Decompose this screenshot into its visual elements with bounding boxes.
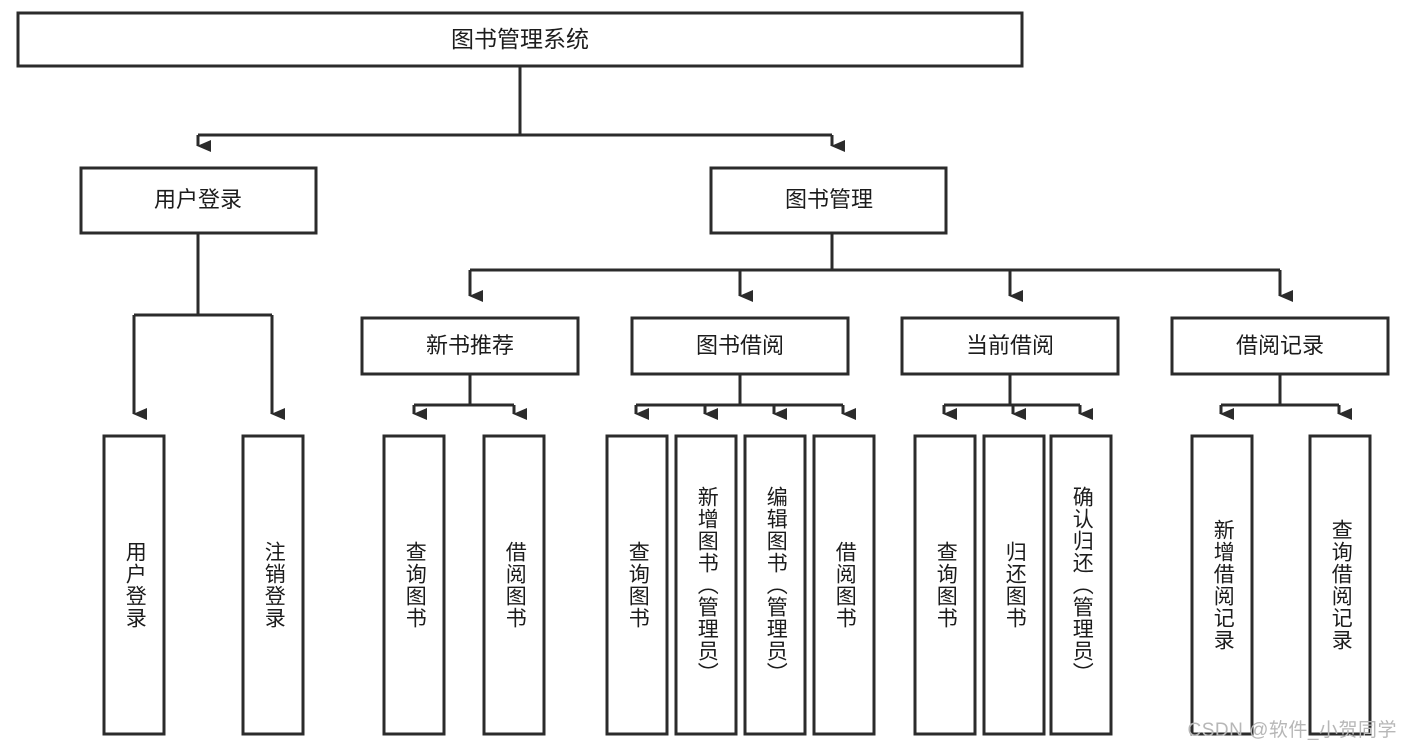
leaf-boxes	[102, 434, 1372, 736]
leaf-box-query-borrow-record[interactable]	[1308, 434, 1372, 736]
node-borrow-record[interactable]: 借阅记录	[1170, 316, 1390, 376]
node-root[interactable]: 图书管理系统	[16, 11, 1024, 68]
node-user-login[interactable]: 用户登录	[79, 166, 318, 235]
connectors-newbook-to-leaves	[412, 374, 527, 420]
node-user-login-label: 用户登录	[154, 187, 242, 212]
leaf-box-query-book-1[interactable]	[382, 434, 446, 736]
leaf-box-borrow-book-1[interactable]	[482, 434, 546, 736]
leaf-box-add-book-admin[interactable]	[674, 434, 738, 736]
node-root-label: 图书管理系统	[451, 26, 589, 52]
node-book-management[interactable]: 图书管理	[709, 166, 948, 235]
node-current-borrow[interactable]: 当前借阅	[900, 316, 1120, 376]
leaf-box-confirm-return-admin[interactable]	[1049, 434, 1113, 736]
node-current-borrow-label: 当前借阅	[966, 333, 1054, 358]
connectors-bookborrow-to-leaves	[634, 374, 856, 420]
connectors-borrowrecord-to-leaves	[1219, 374, 1352, 420]
node-book-management-label: 图书管理	[785, 187, 873, 212]
leaf-box-add-borrow-record[interactable]	[1190, 434, 1254, 736]
node-new-book-recommend[interactable]: 新书推荐	[360, 316, 580, 376]
leaf-box-edit-book-admin[interactable]	[743, 434, 807, 736]
leaf-box-query-book-3[interactable]	[913, 434, 977, 736]
node-borrow-record-label: 借阅记录	[1236, 333, 1324, 358]
connectors-currentborrow-to-leaves	[942, 374, 1093, 420]
connectors-userlogin-to-leaves	[132, 233, 285, 420]
connectors-root-to-level2	[196, 66, 845, 152]
leaf-box-borrow-book-2[interactable]	[812, 434, 876, 736]
node-book-borrow-label: 图书借阅	[696, 333, 784, 358]
node-new-book-recommend-label: 新书推荐	[426, 333, 514, 358]
leaf-box-return-book[interactable]	[982, 434, 1046, 736]
connectors-bookmanage-to-level3	[468, 233, 1293, 302]
leaf-box-logout[interactable]	[241, 434, 305, 736]
leaf-box-query-book-2[interactable]	[605, 434, 669, 736]
watermark-text: CSDN @软件_小贺同学	[1187, 720, 1397, 741]
node-book-borrow[interactable]: 图书借阅	[630, 316, 850, 376]
leaf-box-user-login[interactable]	[102, 434, 166, 736]
